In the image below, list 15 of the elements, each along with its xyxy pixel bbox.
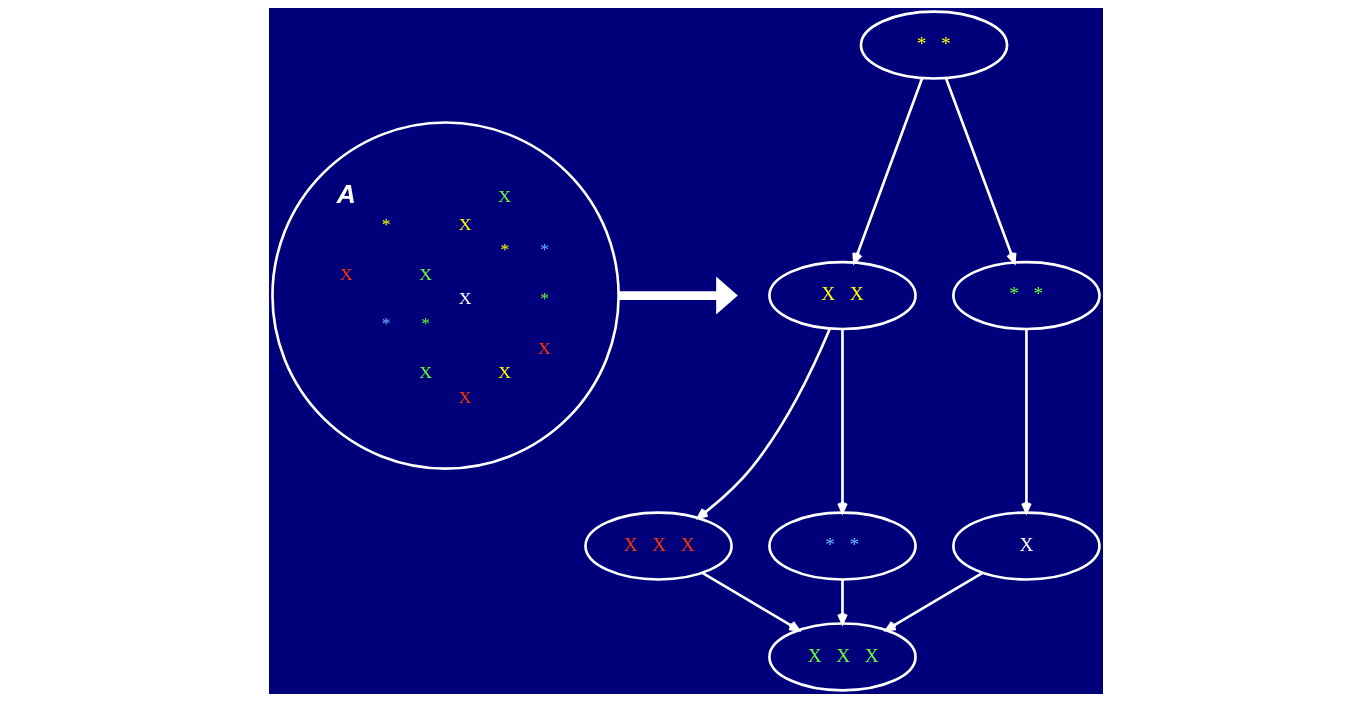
node-circle: A X * X * * X X X * * * X X X X xyxy=(271,121,620,470)
node-ellipse: X xyxy=(952,511,1101,581)
arrow xyxy=(837,579,848,625)
arrow xyxy=(884,571,984,632)
arrow xyxy=(618,276,738,315)
arrow xyxy=(1021,329,1032,514)
node-ellipse: * * xyxy=(952,260,1101,331)
node-ellipse: X X X xyxy=(584,511,733,581)
arrow xyxy=(852,77,924,264)
arrow xyxy=(696,328,831,520)
node-ellipse: * * xyxy=(768,511,917,581)
arrow xyxy=(701,571,800,632)
node-ellipse: * * xyxy=(859,10,1009,80)
arrow xyxy=(837,329,848,514)
node-ellipse: X X xyxy=(768,260,917,331)
